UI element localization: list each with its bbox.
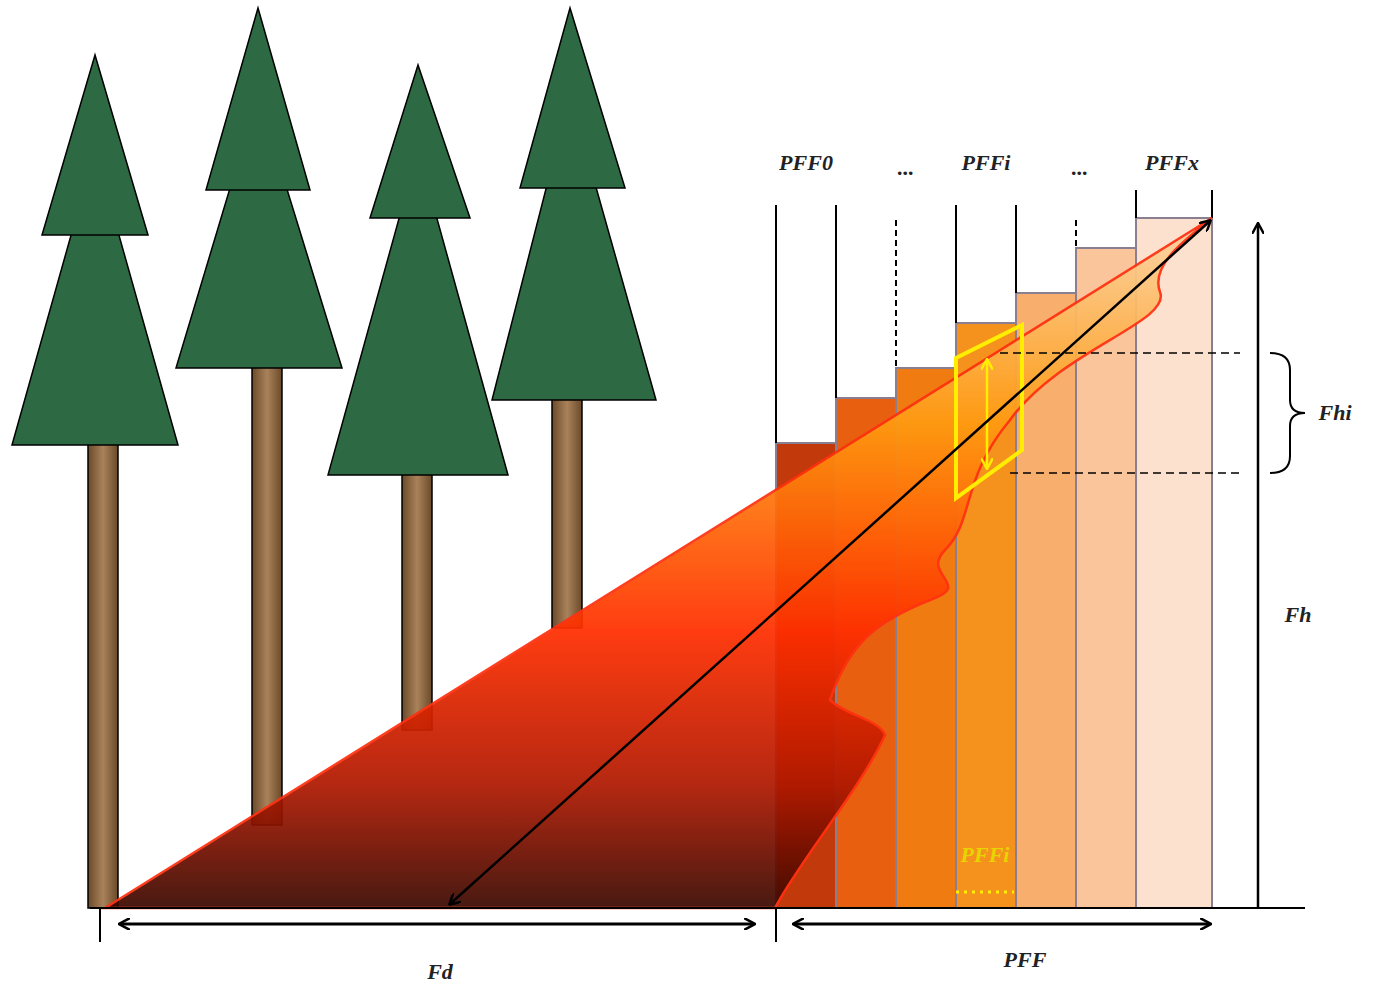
column-label: PFFi	[962, 151, 1011, 175]
ellipsis: ...	[1072, 156, 1089, 180]
ellipsis: ...	[898, 156, 915, 180]
width-label: PFFi	[961, 843, 1010, 867]
column-label: PFF0	[779, 151, 833, 175]
width-label: PFF	[1004, 948, 1047, 972]
height-label: Fh	[1285, 603, 1312, 627]
height-label: Fhi	[1318, 401, 1351, 425]
distance-label: Fd	[427, 960, 453, 984]
column-label: PFFx	[1145, 151, 1199, 175]
